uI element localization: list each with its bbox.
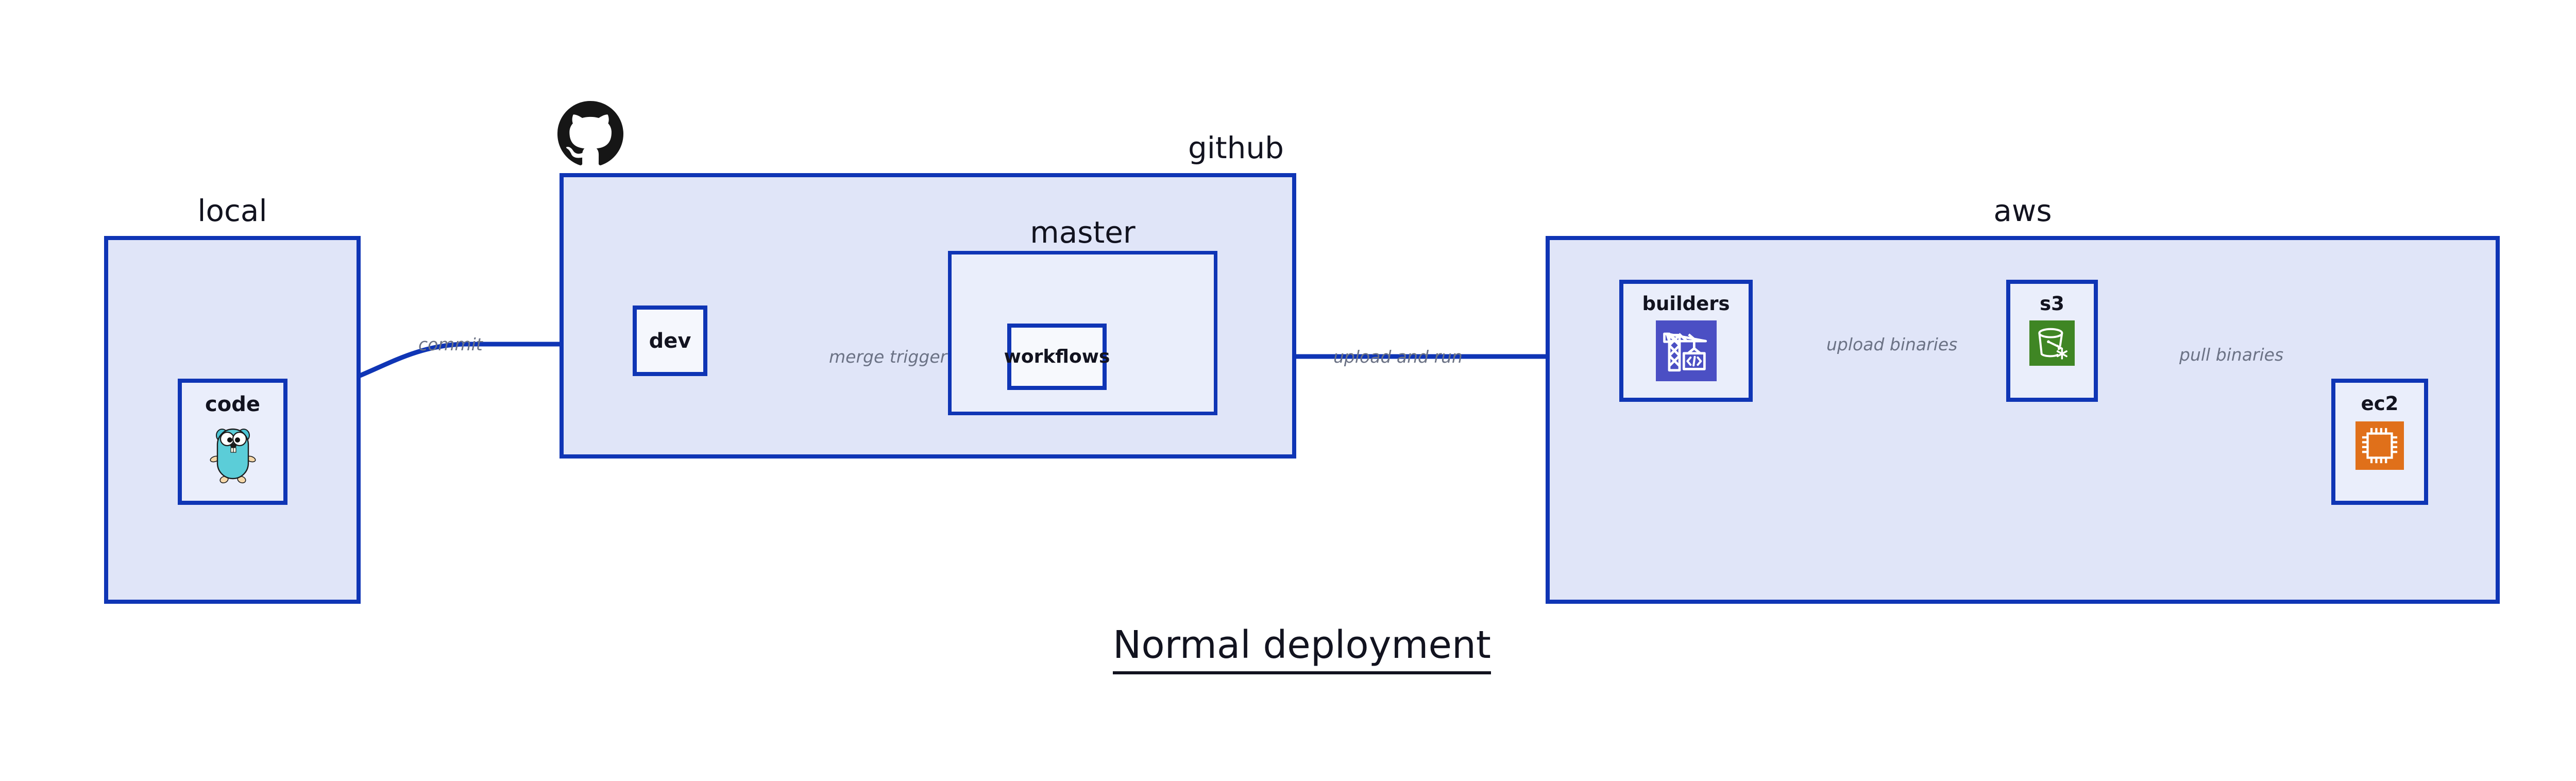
node-code-label: code xyxy=(205,393,260,416)
aws-s3-icon xyxy=(2029,320,2075,366)
group-master-label: master xyxy=(1030,215,1136,250)
aws-codebuild-icon xyxy=(1655,320,1717,381)
diagram-title: Normal deployment xyxy=(0,623,2576,674)
diagram-title-text: Normal deployment xyxy=(1113,623,1491,674)
node-ec2-label: ec2 xyxy=(2361,393,2399,415)
group-local-label: local xyxy=(197,193,267,228)
edge-label-upload-and-run: upload and run xyxy=(1333,347,1463,367)
group-github-label: github xyxy=(1188,130,1284,165)
github-octocat-icon xyxy=(557,101,623,167)
edge-label-merge-trigger: merge trigger xyxy=(829,347,947,367)
edge-label-upload-binaries: upload binaries xyxy=(1826,334,1958,354)
node-s3[interactable]: s3 xyxy=(2006,280,2098,402)
go-gopher-icon xyxy=(208,423,258,484)
aws-ec2-icon xyxy=(2355,421,2404,470)
node-code[interactable]: code xyxy=(178,379,287,505)
group-aws-label: aws xyxy=(1993,193,2052,228)
edge-label-commit: commit xyxy=(418,334,483,354)
node-ec2[interactable]: ec2 xyxy=(2331,379,2428,505)
node-s3-label: s3 xyxy=(2040,293,2064,315)
node-workflows[interactable]: workflows xyxy=(1004,324,1110,390)
edge-label-pull-binaries: pull binaries xyxy=(2179,345,2284,365)
node-workflows-label: workflows xyxy=(1004,346,1110,367)
node-dev[interactable]: dev xyxy=(633,305,707,376)
node-builders-label: builders xyxy=(1642,293,1730,315)
node-builders[interactable]: builders xyxy=(1619,280,1753,402)
node-dev-label: dev xyxy=(649,329,691,353)
